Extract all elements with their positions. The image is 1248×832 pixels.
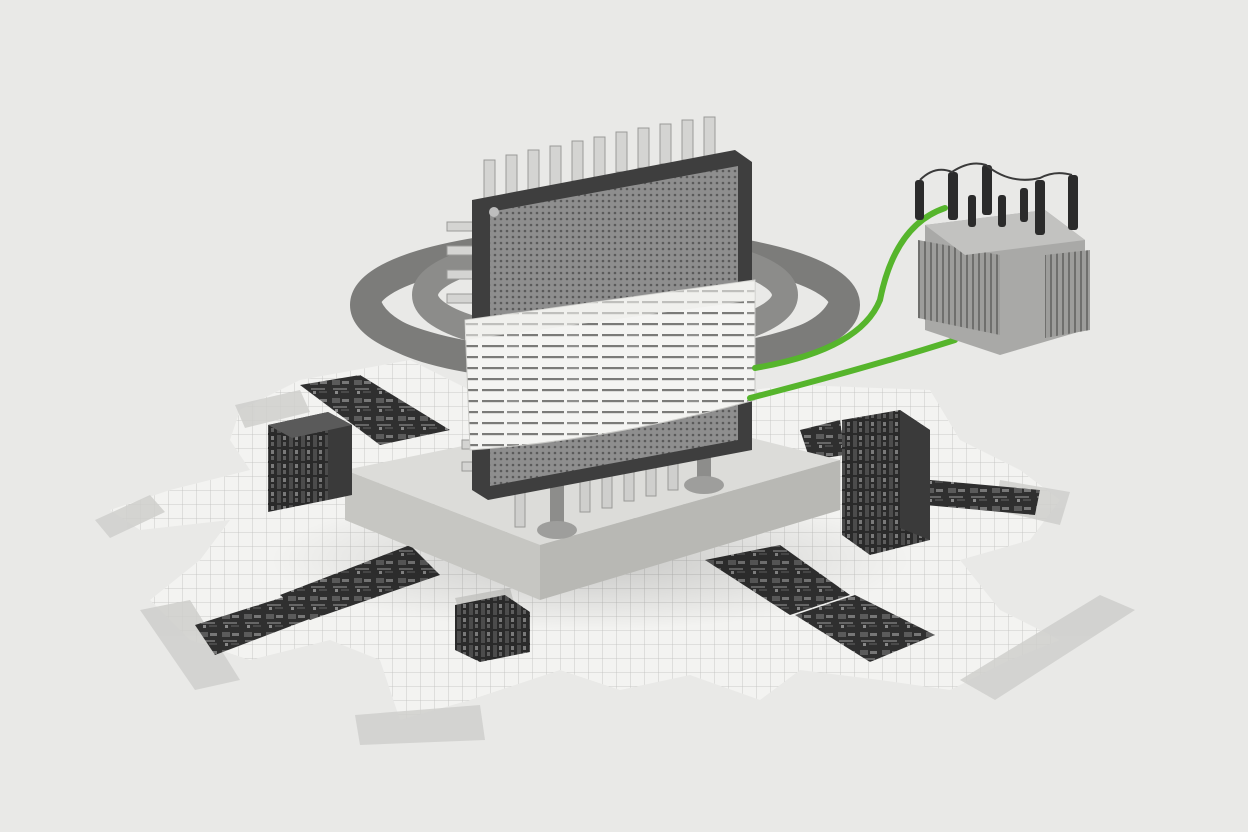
chip-pin: [659, 123, 672, 165]
circuit-board-photo-tile: [925, 480, 1040, 515]
transformer-bushing: [1068, 175, 1078, 230]
transformer-bushing: [1035, 180, 1045, 235]
transformer-bushing: [982, 165, 992, 215]
masking-tape-strip: [95, 495, 165, 538]
transformer-bushing: [948, 172, 958, 220]
paper-wrap-band: [464, 279, 756, 451]
circuit-board-photo-tile: [300, 375, 450, 445]
masking-tape-strip: [960, 595, 1135, 700]
chip-pin: [593, 136, 606, 178]
chip-pin: [681, 119, 694, 161]
electrical-transformer: [918, 210, 1090, 355]
chip-pin: [527, 149, 540, 191]
chip-pin: [483, 159, 496, 201]
circuit-board-photo-tile: [195, 595, 320, 655]
server-block: [268, 412, 352, 512]
server-block: [455, 595, 530, 662]
circuit-board-photo-tile: [800, 420, 845, 460]
chip-pin: [549, 145, 562, 187]
masking-tape-strip: [140, 600, 240, 690]
chip-pin: [637, 127, 650, 169]
chip-pin: [703, 116, 716, 158]
masking-tape-strip: [355, 705, 485, 745]
server-block: [842, 410, 930, 555]
transformer-bushing: [915, 180, 924, 220]
chip-pin: [571, 140, 584, 182]
transformer-bushing: [1020, 188, 1028, 222]
circuit-board-photo-tile: [795, 595, 935, 662]
chip-pin: [505, 154, 518, 196]
green-power-cable: [747, 205, 958, 401]
transformer-bushing: [998, 195, 1006, 227]
transformer-bushing: [968, 195, 976, 227]
masking-tape-strip: [235, 390, 310, 428]
chip-pin: [615, 131, 628, 173]
